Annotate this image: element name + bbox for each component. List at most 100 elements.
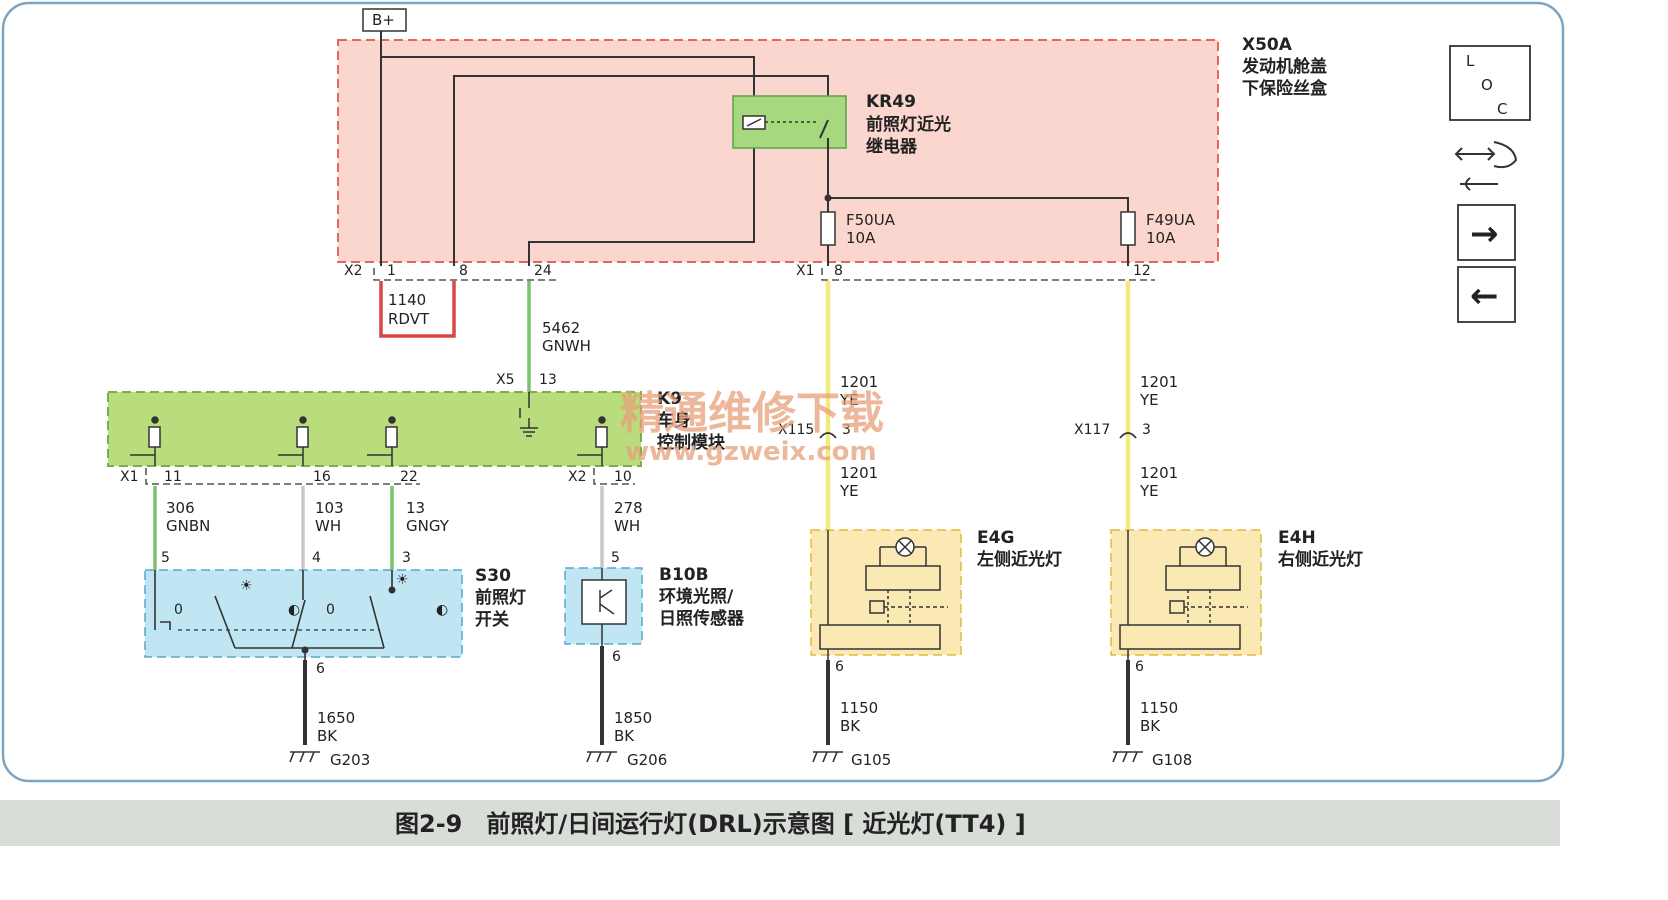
fusebox-name-2: 下保险丝盒	[1242, 78, 1328, 99]
fusebox-label: X50A 发动机舱盖 下保险丝盒	[1241, 35, 1328, 99]
conn-x1-module: X1	[120, 469, 139, 485]
fusebox-name-1: 发动机舱盖	[1241, 56, 1327, 77]
ground-symbols	[289, 751, 1143, 763]
fuse-f50ua-id: F50UA	[846, 211, 896, 229]
wire-103-color: WH	[315, 517, 341, 535]
pin-13: 13	[539, 372, 557, 388]
wire-1201-l-circuit-b: 1201	[840, 464, 878, 482]
module-id: K9	[657, 389, 682, 409]
switch-pos-0: 0	[174, 602, 183, 618]
switch-name-2: 开关	[475, 609, 509, 630]
wire-1150-r-color: BK	[1140, 717, 1161, 735]
ground-wires	[303, 646, 1130, 745]
wire-1201-r-color-b: YE	[1139, 482, 1159, 500]
lamp-e4g	[810, 529, 962, 656]
lamp-e4h-id: E4H	[1278, 528, 1316, 548]
lamp-e4g-symbol	[819, 530, 948, 660]
pin-6c: 6	[835, 659, 844, 675]
module-ground-symbol	[519, 392, 538, 437]
wire-1150-r-circuit: 1150	[1140, 699, 1178, 717]
pin-12: 12	[1133, 263, 1151, 279]
next-page-button[interactable]	[1457, 204, 1516, 261]
relay-name-1: 前照灯近光	[866, 114, 951, 135]
watermark-url: www.gzweix.com	[625, 437, 877, 467]
sensor-name-1: 环境光照/	[659, 586, 734, 607]
conn-x2-top: X2	[344, 263, 363, 279]
loc-icon-l: L	[1466, 52, 1475, 70]
ground-g203: G203	[330, 751, 370, 769]
lamp-e4h-name: 右侧近光灯	[1278, 549, 1363, 570]
battery-box	[362, 8, 407, 32]
pin-16: 16	[313, 469, 331, 485]
wire-306-color: GNBN	[166, 517, 210, 535]
relay-name-2: 继电器	[866, 136, 918, 157]
arrow-left-icon: ←	[1470, 276, 1499, 316]
wire-1850-color: BK	[614, 727, 635, 745]
pin-5b: 5	[611, 550, 620, 566]
switch-drl-icon-2: ☀	[396, 572, 409, 588]
relay-id: KR49	[866, 92, 916, 112]
wire-306-circuit: 306	[166, 499, 195, 517]
pin-6b: 6	[612, 649, 621, 665]
module-connectors	[145, 468, 635, 485]
lamp-e4h-symbol	[1119, 530, 1248, 660]
switch-name-1: 前照灯	[475, 587, 526, 608]
wire-1150-l-color: BK	[840, 717, 861, 735]
lamp-e4h	[1110, 529, 1262, 656]
ground-g206: G206	[627, 751, 667, 769]
module-k9	[107, 391, 642, 467]
module-inputs	[130, 416, 608, 466]
pin-22: 22	[400, 469, 418, 485]
prev-page-button[interactable]	[1457, 266, 1516, 323]
conn-x2-module: X2	[568, 469, 587, 485]
wire-1201-r-circuit-a: 1201	[1140, 373, 1178, 391]
wire-1201-l-color-a: YE	[839, 391, 859, 409]
connector-tool-icon[interactable]	[1454, 141, 1518, 191]
wire-1140	[379, 281, 456, 338]
wire-103-circuit: 103	[315, 499, 344, 517]
pin-24: 24	[534, 263, 552, 279]
module-name-1: 车身	[657, 410, 691, 431]
pin-1: 1	[387, 263, 396, 279]
wire-1650-circuit: 1650	[317, 709, 355, 727]
wire-1150-l-circuit: 1150	[840, 699, 878, 717]
fusebox-id: X50A	[1242, 35, 1293, 55]
pin-6d: 6	[1135, 659, 1144, 675]
watermark-cn: 精通维修下载	[620, 388, 884, 439]
pin-8b: 8	[834, 263, 843, 279]
loc-icon-o: O	[1481, 76, 1493, 94]
switch-id: S30	[475, 566, 511, 586]
wire-1201-r-color-a: YE	[1139, 391, 1159, 409]
switch-contacts	[154, 570, 393, 660]
wire-13-circuit: 13	[406, 499, 425, 517]
sensor-name-2: 日照传感器	[659, 608, 745, 629]
loc-icon[interactable]	[1449, 45, 1531, 121]
module-name-2: 控制模块	[657, 432, 726, 453]
relay-contact	[819, 119, 829, 139]
wire-1201-l-circuit-a: 1201	[840, 373, 878, 391]
wire-1201-r-circuit-b: 1201	[1140, 464, 1178, 482]
wire-1201-l-color-b: YE	[839, 482, 859, 500]
ground-g105: G105	[851, 751, 891, 769]
sensor-transistor	[599, 568, 615, 646]
wire-5462-circuit: 5462	[542, 319, 580, 337]
wire-1650-color: BK	[317, 727, 338, 745]
wire-1140-color: RDVT	[388, 310, 430, 328]
switch-lowbeam-icon-2: ◐	[436, 602, 448, 618]
pin-3a: 3	[842, 422, 851, 438]
pin-5: 5	[161, 550, 170, 566]
fuse-f49ua-id: F49UA	[1146, 211, 1196, 229]
switch-drl-icon: ☀	[240, 578, 253, 594]
pin-3: 3	[402, 550, 411, 566]
ground-g108: G108	[1152, 751, 1192, 769]
wire-278-color: WH	[614, 517, 640, 535]
splice-dot	[824, 194, 832, 202]
fuse-f50ua	[820, 211, 836, 246]
conn-x115: X115	[778, 422, 814, 438]
fuse-f49ua-rating: 10A	[1146, 229, 1176, 247]
battery-label: B+	[372, 11, 395, 29]
figure-caption: 图2-9 前照灯/日间运行灯(DRL)示意图 [ 近光灯(TT4) ]	[395, 810, 1026, 838]
caption-bar	[0, 800, 1560, 846]
